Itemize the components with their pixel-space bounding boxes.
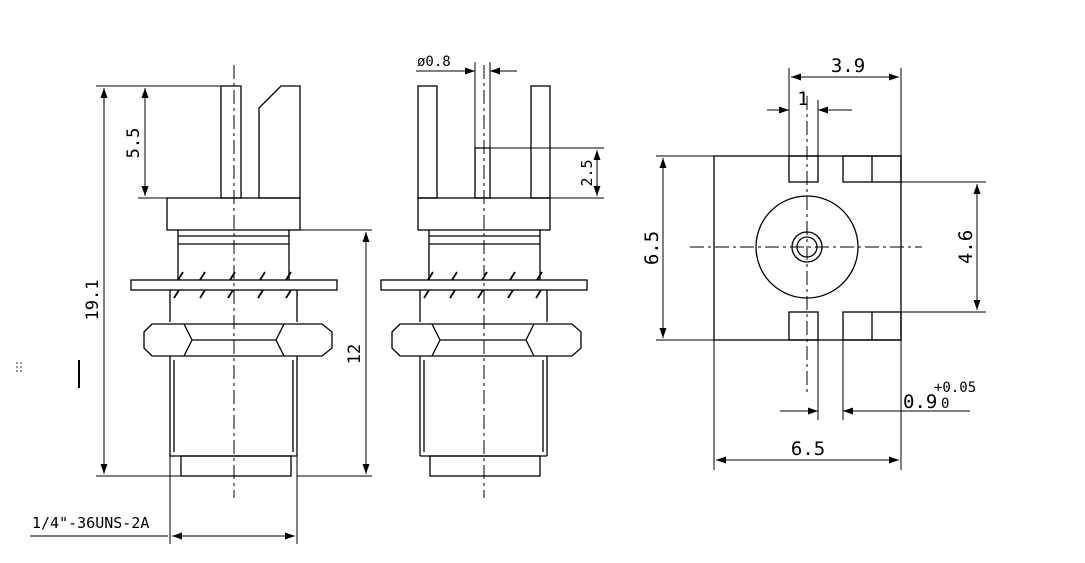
- dim-pin-diameter: ø0.8: [417, 54, 451, 70]
- top-slot: [788, 155, 819, 183]
- dim-top-width: 3.9: [831, 55, 865, 77]
- front-right-pin: [530, 85, 551, 199]
- side-view: [130, 65, 338, 498]
- dim-pin-length: 5.5: [124, 128, 144, 159]
- front-view-dimensions: ø0.8 2.5: [416, 54, 604, 199]
- dim-right-height: 4.6: [955, 230, 977, 264]
- dim-bottom-width: 6.5: [791, 438, 825, 460]
- dim-body-height: 12: [345, 344, 365, 364]
- front-bottom-ring: [429, 455, 541, 477]
- top-view: [690, 96, 922, 395]
- dim-slot-width: 1: [797, 88, 808, 110]
- dim-center-pin: 2.5: [578, 159, 596, 186]
- dim-leg-tol-plus: +0.05: [934, 380, 976, 396]
- thread-marks: [173, 271, 292, 299]
- bottom-ring: [180, 455, 292, 477]
- thread-spec-label: 1/4"-36UNS-2A: [32, 514, 149, 532]
- bottom-slot: [788, 311, 819, 341]
- text-cursor: [78, 360, 80, 388]
- dim-leg-tol-minus: 0: [941, 396, 949, 412]
- top-view-dimensions: 3.9 1 6.5 4.6 0.9 +0.05 0 6.5: [641, 55, 986, 470]
- front-left-pin: [417, 85, 438, 199]
- dim-left-height: 6.5: [641, 231, 663, 265]
- right-pin: [258, 85, 301, 199]
- dim-leg-width: 0.9: [903, 391, 937, 413]
- center-pin: [474, 147, 491, 199]
- side-view-dimensions: 19.1 5.5 12 1/4"-36UNS-2A: [30, 85, 372, 544]
- left-pin: [220, 85, 242, 199]
- drag-handle-icon[interactable]: ⠿: [14, 361, 25, 377]
- dim-overall-height: 19.1: [83, 280, 103, 321]
- front-view: [380, 65, 588, 498]
